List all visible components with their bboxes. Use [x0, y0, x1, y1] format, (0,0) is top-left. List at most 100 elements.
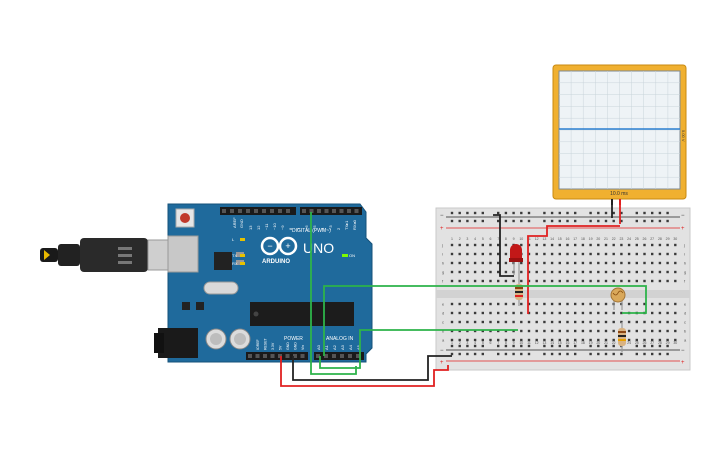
row-letter: g	[442, 270, 444, 275]
column-number: 8	[505, 341, 507, 345]
reset-button[interactable]	[175, 208, 195, 228]
row-letter: c	[442, 320, 444, 325]
column-number: 13	[542, 341, 546, 345]
header-pin-hole[interactable]	[348, 354, 352, 358]
photoresistor[interactable]	[610, 287, 626, 310]
analog-header[interactable]	[314, 352, 364, 360]
column-number: 9	[513, 341, 515, 345]
header-pin-hole[interactable]	[293, 354, 297, 358]
oscilloscope[interactable]: 10.0 ms 5.00 V	[552, 64, 687, 205]
red-led[interactable]	[509, 244, 523, 282]
power-pin-label: 5V	[279, 345, 283, 350]
row-letter: i	[442, 252, 443, 257]
header-pin-hole[interactable]	[324, 354, 328, 358]
header-pin-hole[interactable]	[222, 209, 226, 213]
header-pin-hole[interactable]	[354, 209, 359, 213]
analog-pin-label: A4	[348, 344, 353, 350]
column-number: 6	[490, 237, 492, 241]
column-number: 19	[589, 237, 593, 241]
digital-pin-label: 8	[288, 227, 293, 230]
column-number: 6	[490, 341, 492, 345]
digital-pin-label: RX◂0	[352, 219, 357, 230]
breadboard[interactable]: 1122334455667788991010111112121313141415…	[435, 207, 691, 371]
header-pin-hole[interactable]	[339, 209, 344, 213]
header-pin-hole[interactable]	[300, 354, 305, 358]
header-pin-hole[interactable]	[270, 354, 275, 358]
svg-text:+: +	[285, 241, 290, 251]
l-led	[240, 238, 245, 241]
column-number: 1	[451, 341, 453, 345]
digital-pin-label: 7	[296, 227, 301, 230]
power-pin-label: GND	[294, 342, 298, 350]
header-pin-hole[interactable]	[302, 209, 306, 213]
header-pin-hole[interactable]	[317, 209, 321, 213]
column-number: 1	[451, 237, 453, 241]
wire-ground[interactable]	[292, 355, 452, 381]
row-letter: i	[684, 252, 685, 257]
column-number: 7	[497, 237, 499, 241]
digital-pin-label: ~6	[304, 225, 309, 230]
column-number: 22	[612, 237, 616, 241]
header-pin-hole[interactable]	[246, 209, 250, 213]
header-pin-hole[interactable]	[278, 209, 282, 213]
digital-pin-label: ~11	[264, 223, 269, 230]
row-letter: j	[683, 243, 685, 248]
wire-led-ground[interactable]	[493, 214, 514, 277]
column-number: 30	[673, 237, 677, 241]
wire-led-signal[interactable]	[527, 225, 620, 314]
svg-text:−: −	[267, 241, 272, 251]
row-letter: h	[442, 261, 444, 266]
pulldown-resistor[interactable]	[618, 322, 626, 352]
header-pin-hole[interactable]	[285, 354, 290, 358]
header-pin-hole[interactable]	[230, 209, 234, 213]
oscilloscope-grid	[559, 71, 680, 189]
column-number: 29	[666, 341, 670, 345]
row-letter: j	[441, 243, 443, 248]
wire-5v-power[interactable]	[280, 356, 449, 387]
header-pin-hole[interactable]	[262, 209, 266, 213]
wire-photoresistor-sense[interactable]	[323, 285, 647, 356]
header-pin-hole[interactable]	[248, 354, 252, 358]
header-pin-hole[interactable]	[340, 354, 344, 358]
column-number: 10	[519, 341, 523, 345]
column-number: 12	[535, 237, 539, 241]
header-pin-hole[interactable]	[270, 209, 274, 213]
column-number: 26	[643, 237, 647, 241]
wire-analog-a0[interactable]	[319, 329, 518, 369]
row-letter: b	[442, 329, 445, 334]
digital-pin-label: 4	[320, 227, 325, 230]
header-pin-hole[interactable]	[263, 354, 267, 358]
led-resistor[interactable]	[515, 280, 523, 306]
analog-pin-label: A3	[340, 344, 345, 350]
digital-pin-label: TX▸1	[344, 220, 349, 230]
row-letter: f	[442, 279, 444, 284]
header-pin-hole[interactable]	[332, 209, 336, 213]
analog-pin-label: A1	[324, 344, 329, 350]
power-header[interactable]	[246, 352, 308, 360]
analog-pin-label: A2	[332, 344, 337, 350]
row-letter: c	[684, 320, 686, 325]
header-pin-hole[interactable]	[286, 209, 290, 213]
header-pin-hole[interactable]	[278, 354, 282, 358]
column-number: 13	[542, 237, 546, 241]
column-number: 7	[497, 341, 499, 345]
header-pin-hole[interactable]	[356, 354, 360, 358]
header-pin-hole[interactable]	[316, 354, 320, 358]
digital-pin-label: 12	[256, 225, 261, 230]
header-pin-hole[interactable]	[332, 354, 336, 358]
header-pin-hole[interactable]	[238, 209, 242, 213]
column-number: 3	[466, 237, 468, 241]
rx-led	[240, 262, 245, 265]
digital-pin-label: ~9	[280, 225, 285, 230]
wire-digital-pin[interactable]	[310, 212, 357, 375]
header-pin-hole[interactable]	[254, 209, 258, 213]
header-pin-hole[interactable]	[324, 209, 329, 213]
analog-pin-label: A5	[356, 344, 361, 350]
header-pin-hole[interactable]	[255, 354, 260, 358]
column-number: 16	[566, 341, 570, 345]
header-pin-hole[interactable]	[309, 209, 314, 213]
power-jack	[158, 328, 198, 358]
header-pin-hole[interactable]	[347, 209, 351, 213]
rail-minus-bottom: −	[440, 348, 444, 354]
